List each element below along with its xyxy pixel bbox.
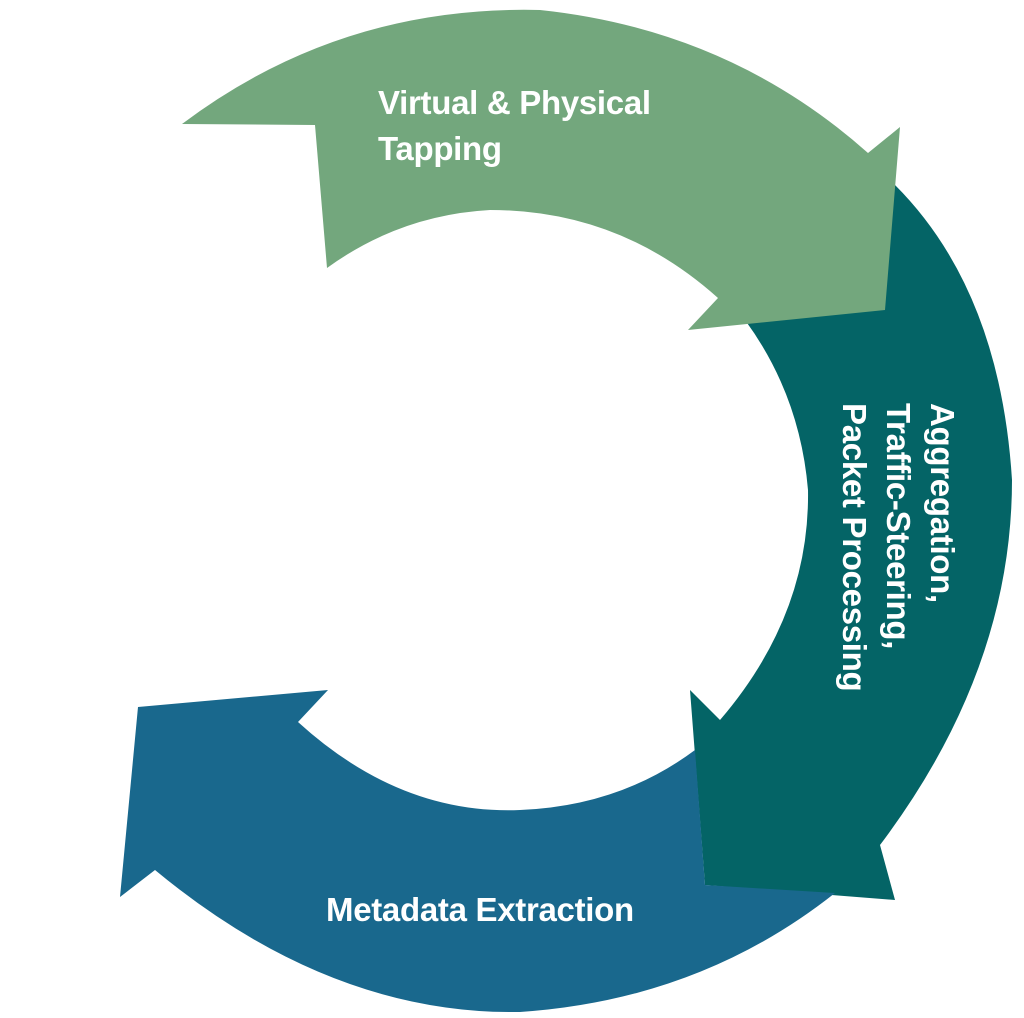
aggregation-label: Aggregation, Traffic-Steering, Packet Pr… (836, 403, 961, 691)
aggregation-label-line-3: Packet Processing (836, 403, 873, 691)
metadata-label-line-1: Metadata Extraction (326, 891, 634, 928)
tapping-label: Virtual & Physical Tapping (378, 84, 660, 167)
tapping-label-line-1: Virtual & Physical (378, 84, 651, 121)
metadata-arrow (120, 690, 835, 1013)
tapping-label-line-2: Tapping (378, 130, 502, 167)
aggregation-label-line-1: Aggregation, (924, 403, 961, 603)
aggregation-arrow (690, 185, 1012, 900)
aggregation-label-line-2: Traffic-Steering, (880, 403, 917, 649)
metadata-label: Metadata Extraction (326, 891, 634, 928)
tapping-arrow (182, 9, 900, 330)
